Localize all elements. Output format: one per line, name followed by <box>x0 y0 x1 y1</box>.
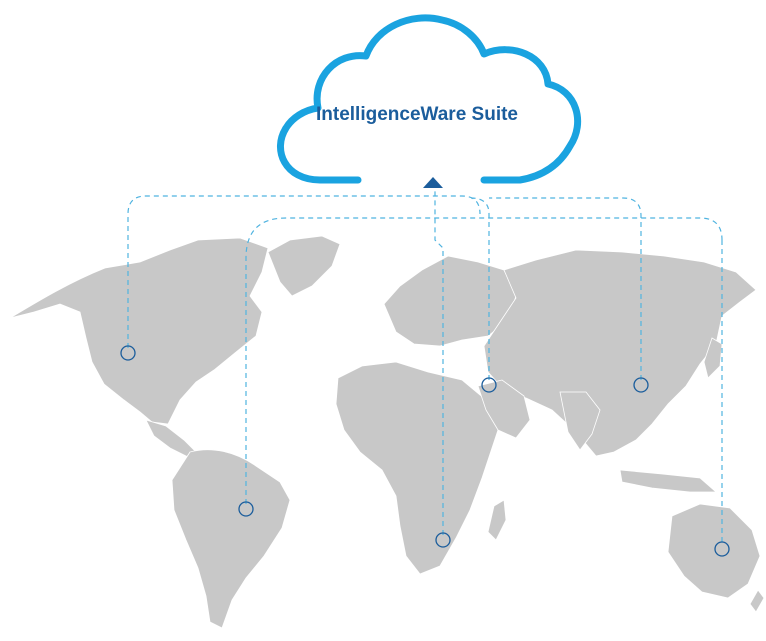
connector-southern-africa <box>434 190 444 535</box>
connector-south-america <box>245 217 723 504</box>
connector-east-asia <box>489 197 642 380</box>
location-marker-south-america <box>238 501 254 517</box>
landmass-madagascar <box>487 499 507 541</box>
landmass-asia <box>483 249 757 457</box>
upload-arrow-icon <box>423 177 443 188</box>
location-marker-middle-east <box>481 377 497 393</box>
location-marker-southern-africa <box>435 532 451 548</box>
landmass-africa <box>335 361 501 575</box>
connector-north-america <box>127 195 481 348</box>
landmass-south-america <box>171 449 291 629</box>
landmass-central-america <box>145 419 197 459</box>
cloud-icon <box>277 14 582 184</box>
location-markers <box>120 345 730 557</box>
world-map <box>9 235 765 629</box>
location-marker-australia <box>714 541 730 557</box>
landmass-greenland <box>267 235 341 297</box>
landmass-arabia <box>477 379 531 439</box>
connector-middle-east <box>470 197 490 380</box>
landmass-new-zealand <box>749 589 765 613</box>
location-marker-north-america <box>120 345 136 361</box>
location-marker-east-asia <box>633 377 649 393</box>
landmass-indonesia <box>619 469 718 493</box>
landmass-north-america <box>9 237 269 425</box>
landmass-india <box>559 391 601 451</box>
landmass-japan <box>703 337 723 379</box>
cloud-title: IntelligenceWare Suite <box>315 104 518 125</box>
landmass-australia <box>667 503 761 599</box>
connectors <box>127 190 723 544</box>
